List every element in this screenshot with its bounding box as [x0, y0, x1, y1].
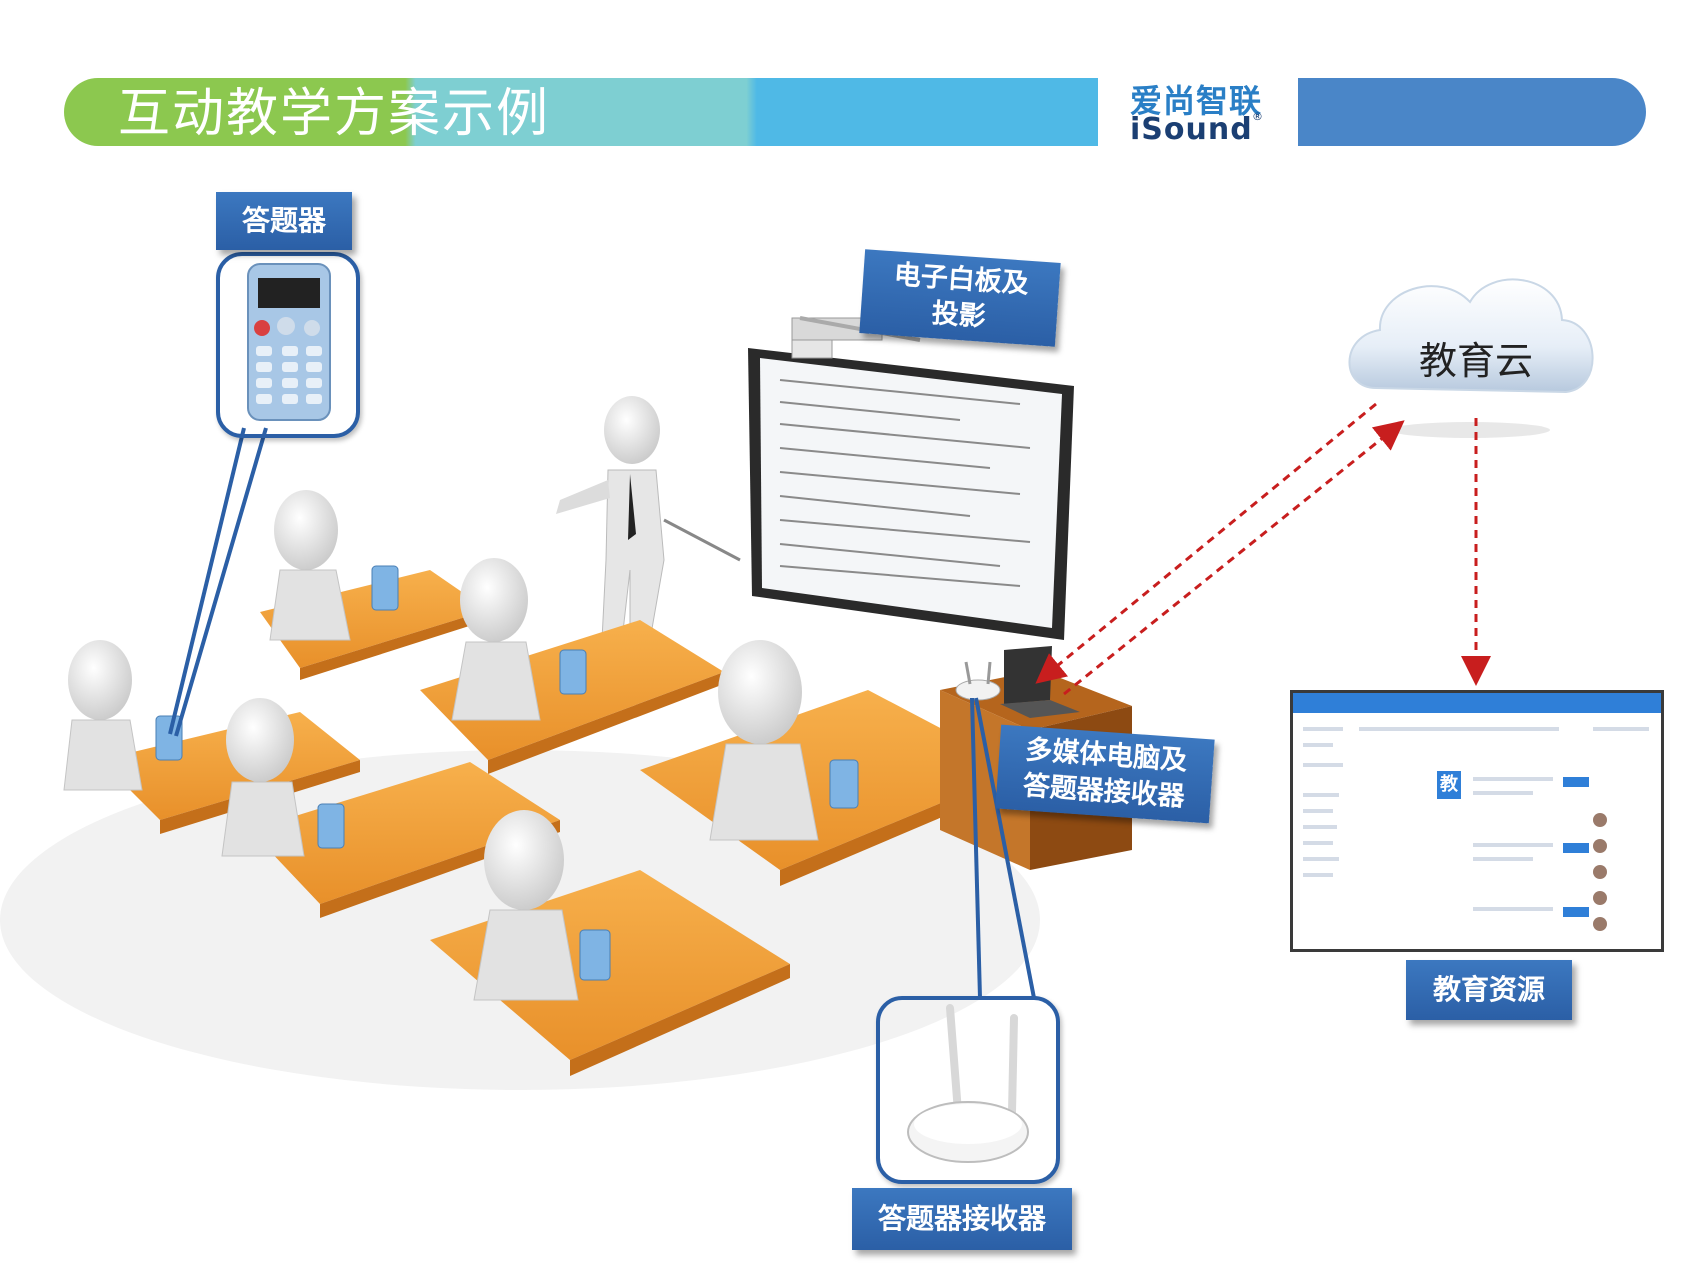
clicker-icon: [155, 565, 859, 981]
label-receiver: 答题器接收器: [852, 1188, 1072, 1250]
portal-button: [1563, 843, 1589, 853]
header-banner-right: [1298, 78, 1646, 146]
clicker-icon-large: [247, 263, 331, 421]
label-whiteboard: 电子白板及 投影: [859, 249, 1061, 347]
education-portal-screenshot: 教: [1290, 690, 1664, 952]
portal-line: [1303, 727, 1343, 731]
callout-frame-clicker: [216, 252, 360, 438]
portal-avatar: [1593, 839, 1607, 853]
portal-line: [1473, 791, 1533, 795]
arrow-pc-to-cloud: [1063, 420, 1405, 696]
callout-frame-receiver: [876, 996, 1060, 1184]
portal-avatar: [1593, 891, 1607, 905]
arrow-cloud-to-pc: [1035, 402, 1377, 684]
callout-pointer-clicker: [168, 427, 268, 737]
portal-button: [1563, 907, 1589, 917]
portal-line: [1303, 841, 1333, 845]
portal-line: [1473, 907, 1553, 911]
whiteboard-icon: [748, 348, 1074, 640]
portal-line: [1473, 857, 1533, 861]
router-icon: [955, 661, 1001, 701]
student-figure-icon: [68, 490, 802, 910]
cloud-label: 教育云: [1418, 339, 1533, 383]
portal-line: [1303, 825, 1337, 829]
portal-avatar: [1593, 865, 1607, 879]
portal-line: [1303, 743, 1333, 747]
cloud-icon: [1348, 278, 1594, 438]
teacher-figure-icon: [556, 396, 741, 641]
portal-line: [1303, 809, 1333, 813]
desk-row-1: [260, 570, 488, 680]
header-banner: [64, 78, 1098, 146]
portal-line: [1473, 777, 1553, 781]
portal-button: [1563, 777, 1589, 787]
page-title: 互动教学方案示例: [118, 84, 551, 144]
logo-english: iSound: [1130, 112, 1253, 147]
label-resources: 教育资源: [1406, 960, 1572, 1020]
portal-line: [1473, 843, 1553, 847]
logo-chinese: 爱尚智联: [1130, 82, 1263, 120]
portal-line: [1303, 763, 1343, 767]
label-clicker: 答题器: [216, 192, 352, 250]
logo-registered-mark: ®: [1252, 110, 1263, 123]
portal-line: [1303, 793, 1339, 797]
callout-pointer-receiver: [970, 697, 1036, 999]
portal-avatar: [1593, 917, 1607, 931]
router-icon-large: [907, 1004, 1029, 1163]
portal-badge: 教: [1437, 771, 1461, 799]
portal-avatar: [1593, 813, 1607, 827]
label-pc-receiver: 多媒体电脑及 答题器接收器: [995, 724, 1215, 824]
portal-line: [1593, 727, 1649, 731]
portal-line: [1303, 873, 1333, 877]
portal-line: [1359, 727, 1559, 731]
portal-nav-bar: [1293, 693, 1661, 713]
portal-line: [1303, 857, 1339, 861]
